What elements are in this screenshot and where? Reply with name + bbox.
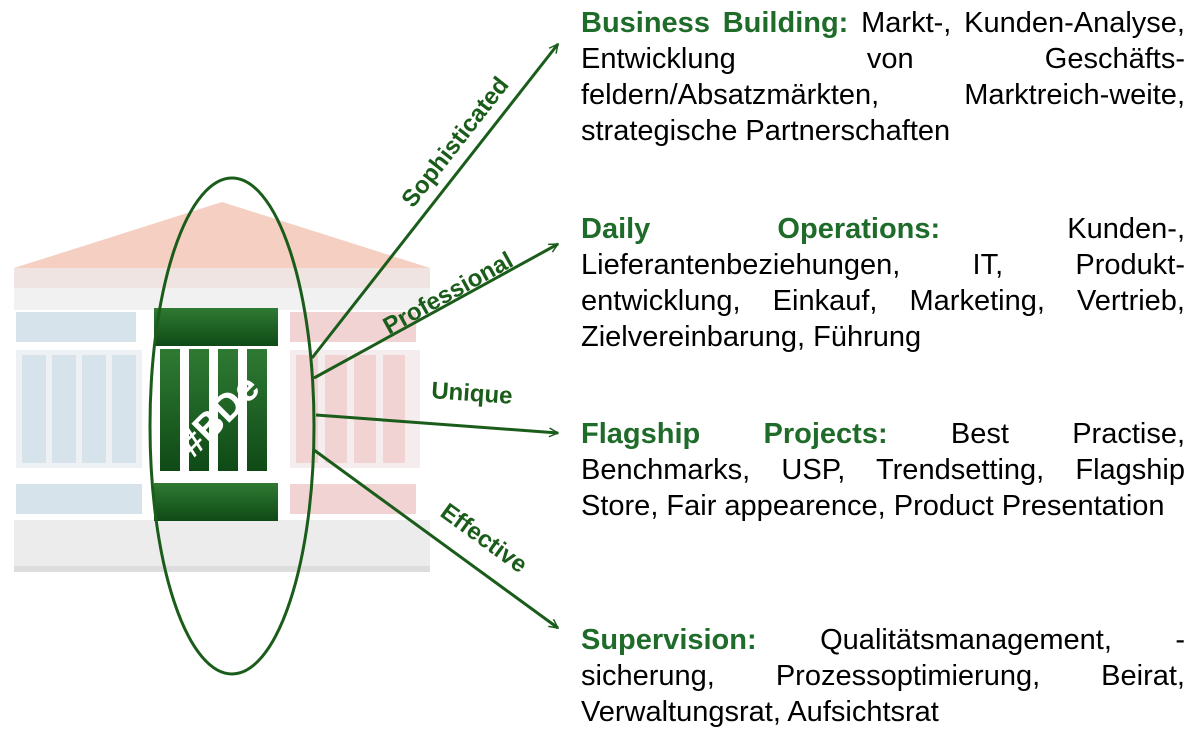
item-heading: Daily Operations: <box>581 213 941 245</box>
item-heading: Supervision: <box>581 624 757 656</box>
green-column <box>160 349 180 471</box>
arrow-unique <box>315 413 558 433</box>
item-supervision: Supervision: Qualitätsmanagement, - sich… <box>581 622 1185 730</box>
item-text: Markt-, Kunden-Analyse, Entwicklung von … <box>581 7 1185 147</box>
item-heading: Flagship Projects: <box>581 418 888 450</box>
bde-pillar-group: #BDe <box>154 308 278 521</box>
temple-graphic <box>14 202 430 572</box>
temple-base <box>14 520 430 570</box>
temple-top-beam <box>14 268 430 288</box>
focus-ellipse <box>148 176 316 676</box>
green-column <box>247 349 267 471</box>
item-flagship-projects: Flagship Projects: Best Practise, Benchm… <box>581 416 1185 524</box>
item-heading: Business Building: <box>581 7 849 39</box>
item-text: Kunden-, Lieferantenbeziehungen, IT, Pro… <box>581 213 1185 353</box>
temple-left-column <box>22 355 46 463</box>
arrow-label-effective: Effective <box>435 498 532 579</box>
green-column <box>189 349 209 471</box>
green-column <box>218 349 238 471</box>
arrow-label-sophisticated: Sophisticated <box>396 72 514 213</box>
arrow-effective <box>313 448 558 630</box>
item-text: Qualitätsmanagement, - sicherung, Prozes… <box>581 624 1186 728</box>
item-daily-operations: Daily Operations: Kunden-, Lieferantenbe… <box>581 211 1185 355</box>
arrow-professional <box>313 242 558 380</box>
item-business-building: Business Building: Markt-, Kunden-Analys… <box>581 5 1185 149</box>
temple-roof <box>14 202 430 268</box>
green-bottom-bar <box>154 483 278 521</box>
green-top-bar <box>154 308 278 346</box>
arrow-sophisticated <box>310 44 560 359</box>
item-text: Best Practise, Benchmarks, USP, Trendset… <box>581 418 1186 522</box>
arrow-label-unique: Unique <box>430 377 513 410</box>
